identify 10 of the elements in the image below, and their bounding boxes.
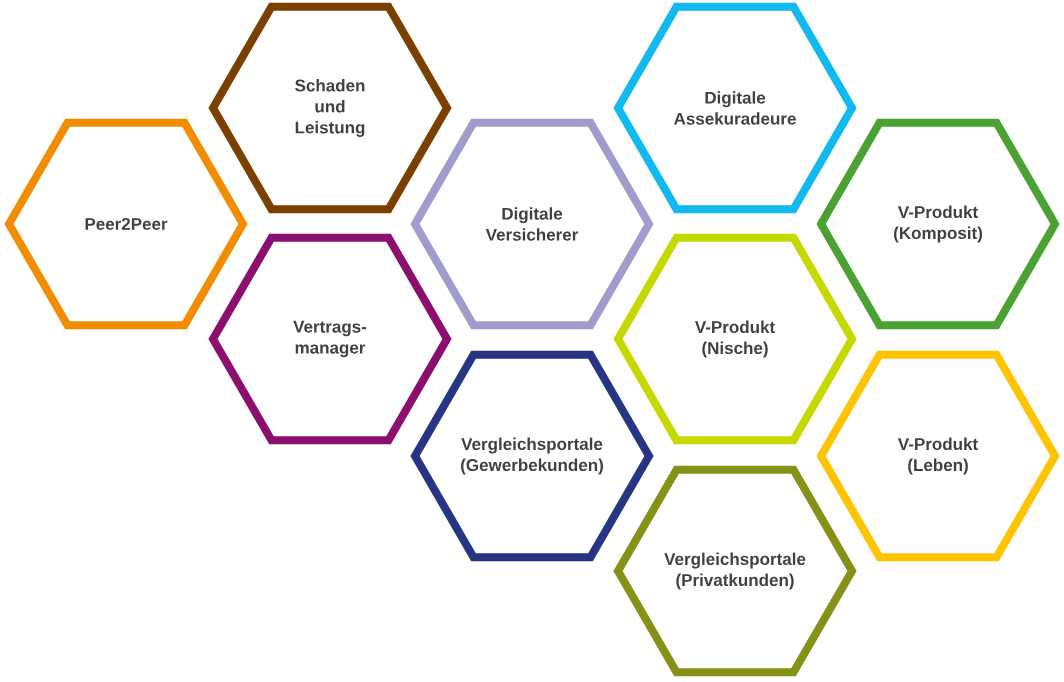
- hexagon-label: Vertrags-manager: [293, 320, 367, 358]
- hexagon-label: Digitale Versicherer: [485, 207, 579, 241]
- hexagon-label: V-Produkt (Komposit): [894, 205, 982, 243]
- hexagon-label: Vergleichsportale (Privatkunden): [664, 552, 806, 590]
- hexagon-label: Schaden und Leistung: [295, 79, 365, 137]
- hexagon-label: Peer2Peer: [85, 218, 168, 231]
- hexagon-label: V-Produkt (Leben): [898, 437, 978, 475]
- hexagon-label: Vergleichsportale (Gewerbekunden): [461, 437, 603, 475]
- hexagon-label: V-Produkt (Nische): [695, 320, 775, 358]
- hexagon-label: Digitale Assekuradeure: [674, 91, 796, 125]
